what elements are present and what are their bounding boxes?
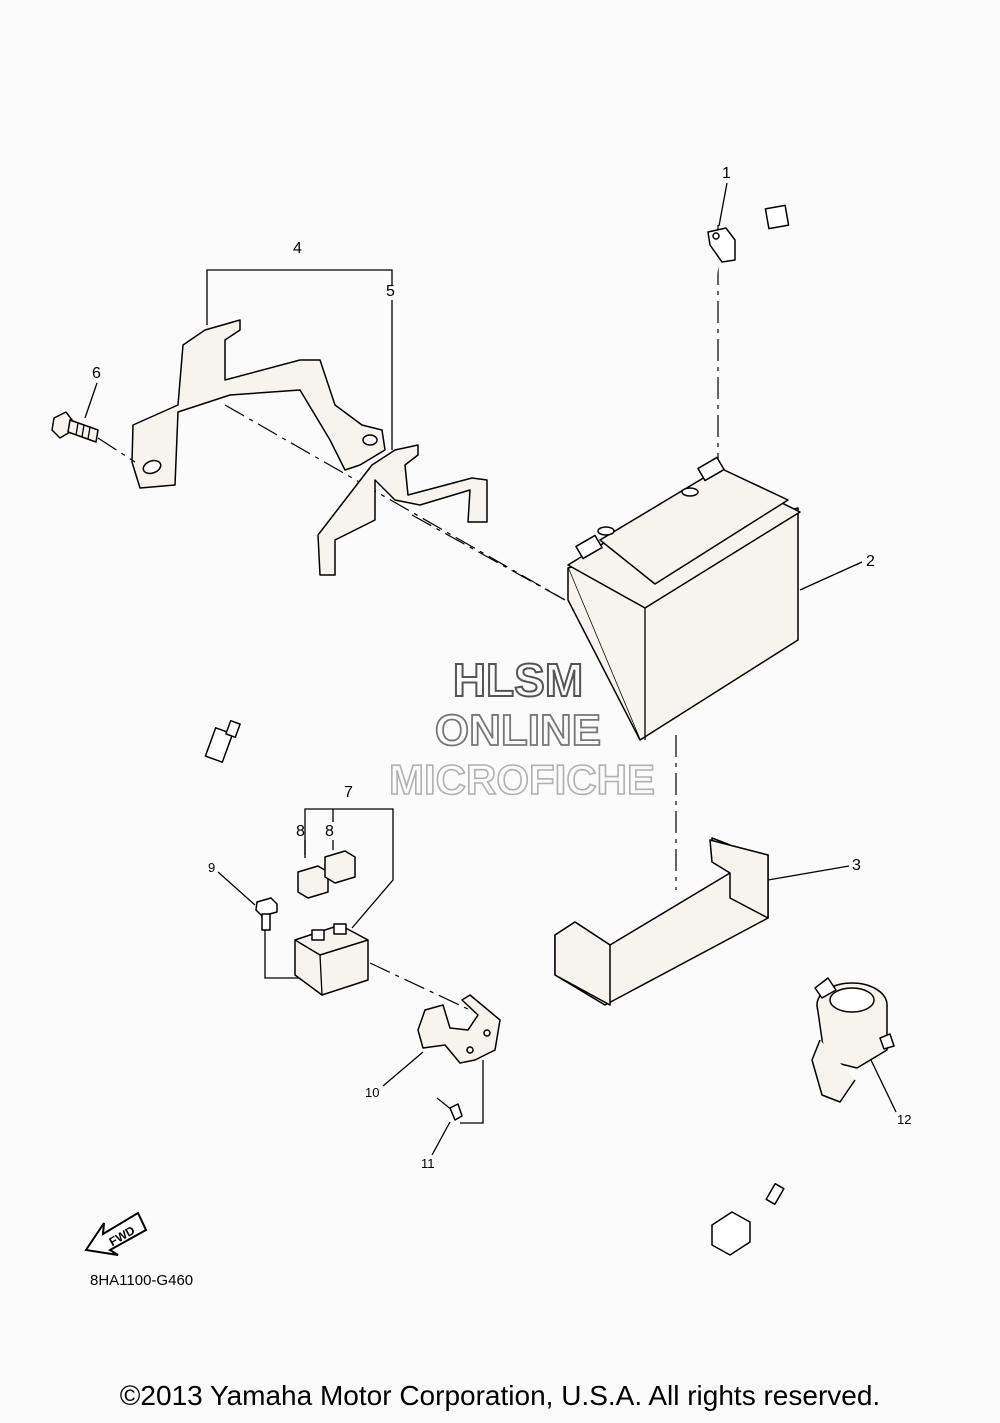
- watermark-line-1: HLSM: [453, 654, 583, 706]
- callout-1: 1: [722, 165, 731, 182]
- battery-2: [567, 456, 801, 741]
- relay-bracket-10: [417, 994, 501, 1064]
- fuse-8-left: [297, 865, 329, 899]
- battery-bracket-4: [131, 319, 386, 489]
- fwd-direction-arrow: FWD: [84, 1211, 148, 1256]
- callout-3: 3: [852, 857, 861, 874]
- diagram-code: 8HA1100-G460: [90, 1272, 194, 1289]
- battery-wire-lead-1: [204, 204, 792, 763]
- rivet-11: [436, 1097, 463, 1121]
- callout-2: 2: [866, 553, 875, 570]
- watermark-line-2: ONLINE: [435, 706, 601, 755]
- fuse-8-right: [324, 850, 356, 884]
- callout-7: 7: [344, 784, 353, 801]
- watermark-line-3: MICROFICHE: [389, 756, 655, 803]
- callout-4: 4: [293, 240, 302, 257]
- dc-socket-12: [711, 977, 895, 1256]
- battery-bracket-5: [317, 444, 488, 576]
- callout-5: 5: [386, 283, 395, 300]
- callout-9: 9: [208, 860, 215, 875]
- starter-relay-7: [294, 923, 369, 996]
- bolt-6: [51, 411, 136, 463]
- callout-12: 12: [897, 1112, 911, 1127]
- copyright-notice: ©2013 Yamaha Motor Corporation, U.S.A. A…: [119, 1380, 881, 1411]
- callout-11: 11: [421, 1156, 435, 1171]
- callout-6: 6: [92, 365, 101, 382]
- callout-10: 10: [365, 1085, 379, 1100]
- callout-8-left: 8: [296, 823, 305, 840]
- callout-8-right: 8: [325, 823, 334, 840]
- battery-band-3: [554, 837, 769, 1006]
- watermark: HLSM ONLINE MICROFICHE: [388, 653, 656, 804]
- screw-9: [255, 897, 278, 931]
- leader-lines: [84, 182, 897, 1156]
